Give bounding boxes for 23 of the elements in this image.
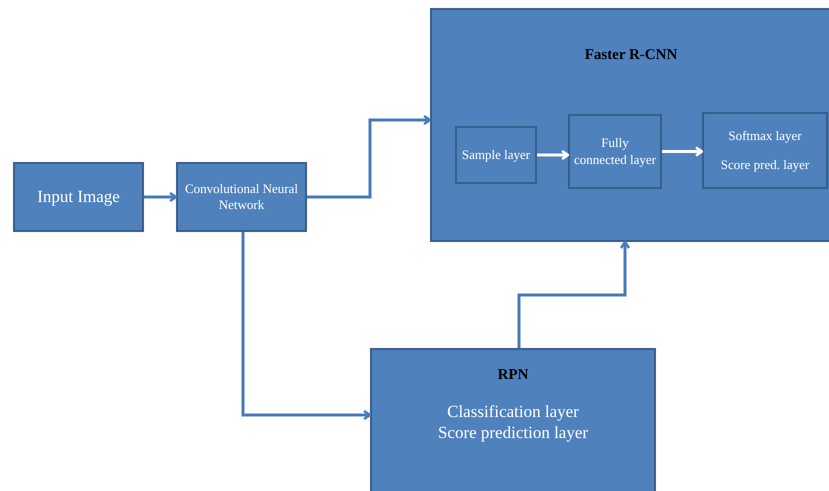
box-label: Input Image <box>37 186 120 208</box>
box-title: Faster R-CNN <box>584 46 678 65</box>
arrow <box>518 240 630 348</box>
process-box <box>702 112 828 189</box>
process-box <box>13 162 144 232</box>
arrow <box>537 150 570 160</box>
arrow <box>662 146 704 157</box>
process-box <box>370 348 656 491</box>
process-box <box>455 126 537 184</box>
box-label: Score prediction layer <box>438 422 588 444</box>
box-label: Fully connected layer <box>574 135 656 168</box>
box-label: Sample layer <box>462 146 530 164</box>
process-box <box>176 162 307 232</box>
box-label: Classification layer <box>446 400 580 422</box>
box-label: Score pred. layer <box>720 156 810 173</box>
box-label: Convolutional Neural Network <box>184 180 299 214</box>
process-box <box>568 114 662 189</box>
arrow <box>307 114 432 198</box>
box-title: RPN <box>498 366 528 385</box>
arrow <box>242 232 372 420</box>
container-box <box>430 8 829 242</box>
box-label: Softmax layer <box>728 128 802 144</box>
arrow <box>144 192 178 202</box>
